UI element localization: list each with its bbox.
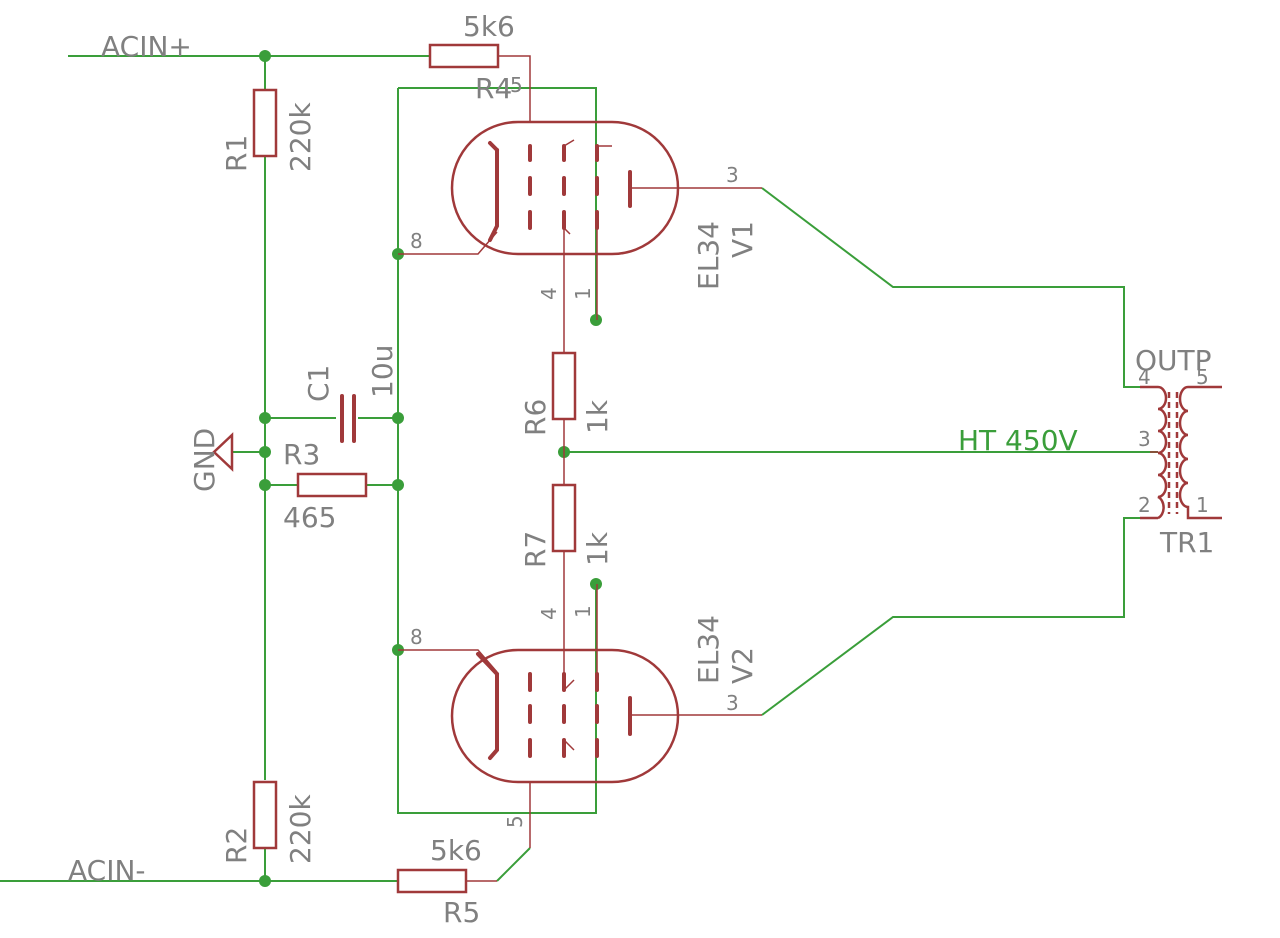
r1-name: R1: [220, 135, 253, 172]
tube-v2: [398, 551, 762, 848]
r2-value: 220k: [284, 794, 317, 864]
r4-value: 5k6: [463, 10, 515, 43]
r1-value: 220k: [284, 102, 317, 172]
r5-name: R5: [443, 896, 480, 929]
resistor-r3: [296, 472, 368, 498]
r7-name: R7: [519, 531, 552, 568]
v2-pin-screen: 4: [537, 607, 561, 620]
resistor-r6: [551, 351, 577, 452]
junctions: [259, 50, 602, 887]
tr1-pin-primary-center: 3: [1138, 427, 1151, 451]
junction-dot: [259, 50, 271, 62]
v1-pin-heater: 1: [571, 287, 595, 300]
v1-value: EL34: [692, 221, 725, 290]
wires: [0, 55, 1158, 882]
wire-r5-grid: [496, 847, 531, 882]
c1-value: 10u: [366, 345, 399, 398]
junction-dot: [259, 479, 271, 491]
v2-value: EL34: [692, 615, 725, 684]
c1-name: C1: [302, 365, 335, 402]
net-label-gnd: GND: [188, 428, 221, 492]
resistor-r1: [252, 88, 278, 158]
resistor-r4: [428, 43, 531, 122]
tr1-pin-primary-bottom: 2: [1138, 493, 1151, 517]
r7-value: 1k: [581, 531, 614, 566]
junction-dot: [392, 412, 404, 424]
v2-pin-cathode: 8: [410, 625, 423, 649]
r6-name: R6: [519, 399, 552, 436]
v2-pin-grid: 5: [503, 815, 527, 828]
net-label-ht: HT 450V: [958, 424, 1078, 457]
tr1-pin-primary-top: 4: [1138, 365, 1151, 389]
net-label-acin-minus: ACIN-: [68, 854, 146, 887]
r3-value: 465: [283, 501, 336, 534]
junction-dot: [259, 875, 271, 887]
resistor-r5: [396, 868, 497, 894]
v2-pin-anode: 3: [726, 691, 739, 715]
v1-pin-cathode: 8: [410, 229, 423, 253]
capacitor-c1: [340, 394, 356, 443]
tr1-pin-secondary-bottom: 1: [1196, 493, 1209, 517]
tr1-pin-secondary-top: 5: [1196, 365, 1209, 389]
tr1-value: OUTP: [1135, 344, 1212, 377]
wire-cathode-bus: [397, 87, 597, 814]
tube-v1: [398, 120, 762, 353]
transformer-tr1: [1140, 385, 1222, 520]
r5-value: 5k6: [430, 834, 482, 867]
r3-name: R3: [283, 438, 320, 471]
resistor-r7: [551, 452, 577, 553]
junction-dot: [590, 578, 602, 590]
tr1-name: TR1: [1159, 526, 1214, 559]
ground-symbol: [212, 432, 234, 472]
junction-dot: [259, 446, 271, 458]
net-label-acin-plus: ACIN+: [101, 30, 192, 63]
junction-dot: [590, 314, 602, 326]
junction-dot: [259, 412, 271, 424]
junction-dot: [392, 479, 404, 491]
v2-name: V2: [726, 647, 759, 684]
r6-value: 1k: [581, 399, 614, 434]
wire-v2-anode: [761, 517, 1140, 716]
r4-name: R4: [475, 72, 512, 105]
v2-pin-heater: 1: [571, 605, 595, 618]
v1-name: V1: [726, 221, 759, 258]
wire-v1-anode: [761, 187, 1140, 388]
v1-pin-screen: 4: [537, 287, 561, 300]
v1-pin-anode: 3: [726, 163, 739, 187]
r2-name: R2: [220, 827, 253, 864]
resistor-r2: [252, 780, 278, 850]
v1-pin-grid: 5: [510, 73, 523, 97]
